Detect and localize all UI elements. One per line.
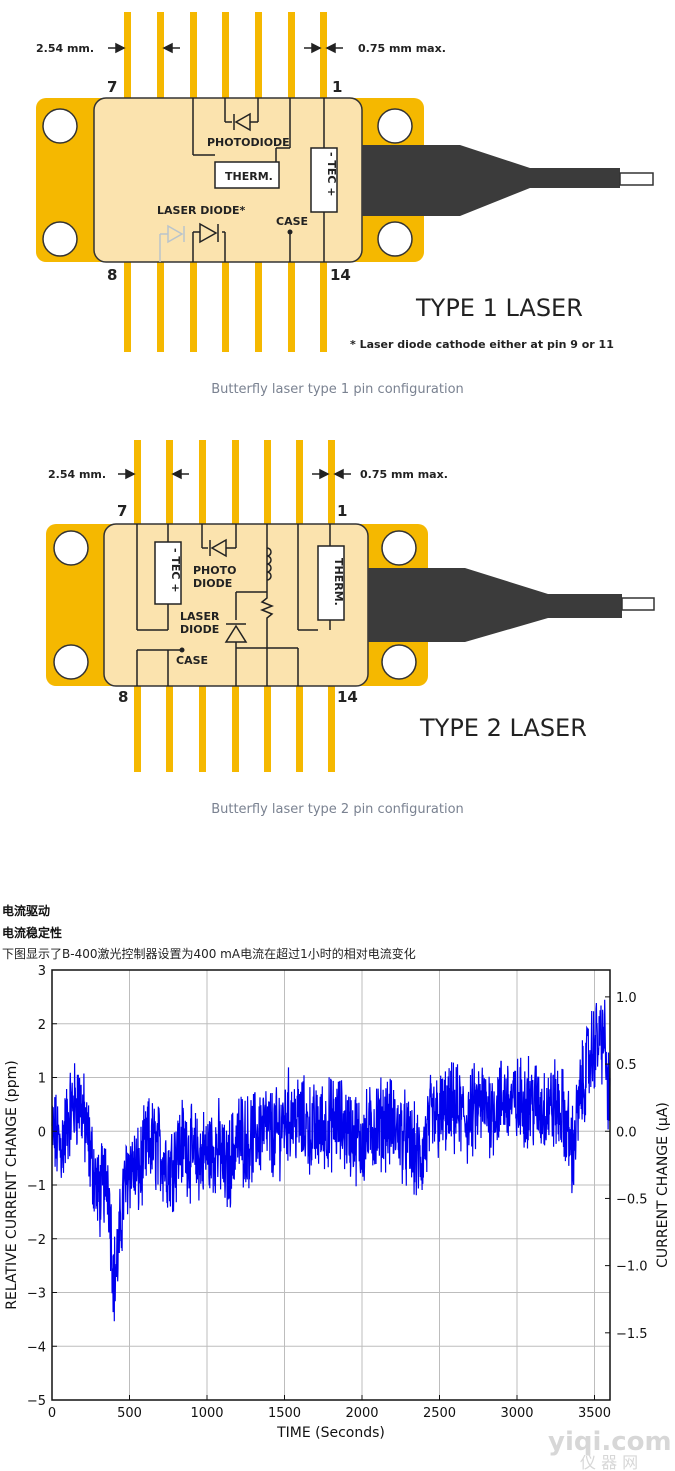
y-tick-label: 3 [38,964,46,979]
y2-tick-label: 0.0 [616,1125,637,1140]
type2-case-label: CASE [176,654,208,667]
type1-pitch-label: 2.54 mm. [36,42,94,55]
y2-tick-label: −1.5 [616,1327,648,1342]
type2-max-label: 0.75 mm max. [360,468,448,481]
type2-laser-diode-label: DIODE [180,623,219,636]
section-heading: 电流驱动 [2,904,51,918]
type2-laser-label: LASER [180,610,220,623]
y-tick-label: −1 [27,1179,46,1194]
y-tick-label: 1 [38,1072,46,1087]
y-tick-label: 2 [38,1018,46,1033]
y-ticks: −5 −4 −3 −2 −1 0 1 2 3 [27,964,57,1409]
type1-photodiode-label: PHOTODIODE [207,136,290,149]
type1-pin-1: 1 [332,78,342,96]
type1-tec-label: - TEC + [325,152,338,197]
type1-therm-label: THERM. [225,170,273,183]
type2-tec-label: - TEC + [169,548,182,593]
type1-pin-8: 8 [107,266,117,284]
type1-laser-diode-label: LASER DIODE* [157,204,245,217]
y-tick-label: −5 [27,1394,46,1409]
series-line [51,999,611,1322]
type1-title: TYPE 1 LASER [415,294,583,322]
type1-max-label: 0.75 mm max. [358,42,446,55]
section-description: 下图显示了B-400激光控制器设置为400 mA电流在超过1小时的相对电流变化 [2,947,416,961]
x-tick-label: 2500 [423,1406,456,1421]
y2-ticks: −1.5 −1.0 −0.5 0.0 0.5 1.0 [605,991,648,1342]
x-tick-label: 3000 [500,1406,533,1421]
type1-pin-14: 14 [330,266,351,284]
x-tick-label: 1000 [190,1406,223,1421]
current-stability-chart: 0 500 1000 1500 2000 2500 3000 3500 −5 −4 −3 −2 −1 0… [4,964,672,1471]
y-tick-label: −4 [27,1340,46,1355]
type2-diode-label: DIODE [193,577,232,590]
type2-pin-14: 14 [337,688,358,706]
type2-pitch-label: 2.54 mm. [48,468,106,481]
type1-case-label: CASE [276,215,308,228]
type2-title: TYPE 2 LASER [419,714,587,742]
type1-note: * Laser diode cathode either at pin 9 or… [350,338,614,351]
type2-pin-1: 1 [337,502,347,520]
x-tick-label: 0 [48,1406,56,1421]
type1-laser-diagram: 2.54 mm. 0.75 mm max. 7 1 8 14 PHOTODIOD… [36,12,654,352]
x-tick-label: 500 [117,1406,142,1421]
x-axis-label: TIME (Seconds) [276,1425,385,1441]
y2-tick-label: 1.0 [616,991,637,1006]
type2-pin-8: 8 [118,688,128,706]
type2-pin-7: 7 [117,502,127,520]
x-tick-label: 2000 [345,1406,378,1421]
section-subheading: 电流稳定性 [2,926,63,940]
x-tick-label: 3500 [578,1406,611,1421]
y-tick-label: −2 [27,1233,46,1248]
watermark-sub: 仪 器 网 [580,1453,638,1471]
type2-laser-diagram: 2.54 mm. 0.75 mm max. 7 1 8 14 - TEC + P… [46,440,655,772]
y-axis-label: RELATIVE CURRENT CHANGE (ppm) [4,1060,20,1309]
y-tick-label: −3 [27,1287,46,1302]
x-ticks: 0 500 1000 1500 2000 2500 3000 3500 [48,1395,611,1421]
y2-tick-label: 0.5 [616,1058,637,1073]
type1-caption: Butterfly laser type 1 pin configuration [211,382,464,397]
type2-caption: Butterfly laser type 2 pin configuration [211,802,464,817]
y-tick-label: 0 [38,1125,46,1140]
x-tick-label: 1500 [268,1406,301,1421]
type2-photo-label: PHOTO [193,564,236,577]
watermark-logo: yiqi.com [548,1427,672,1457]
type2-therm-label: THERM. [332,558,345,606]
type1-pin-7: 7 [107,78,117,96]
y2-axis-label: CURRENT CHANGE (μA) [655,1102,671,1268]
y2-tick-label: −1.0 [616,1260,648,1275]
y2-tick-label: −0.5 [616,1192,648,1207]
